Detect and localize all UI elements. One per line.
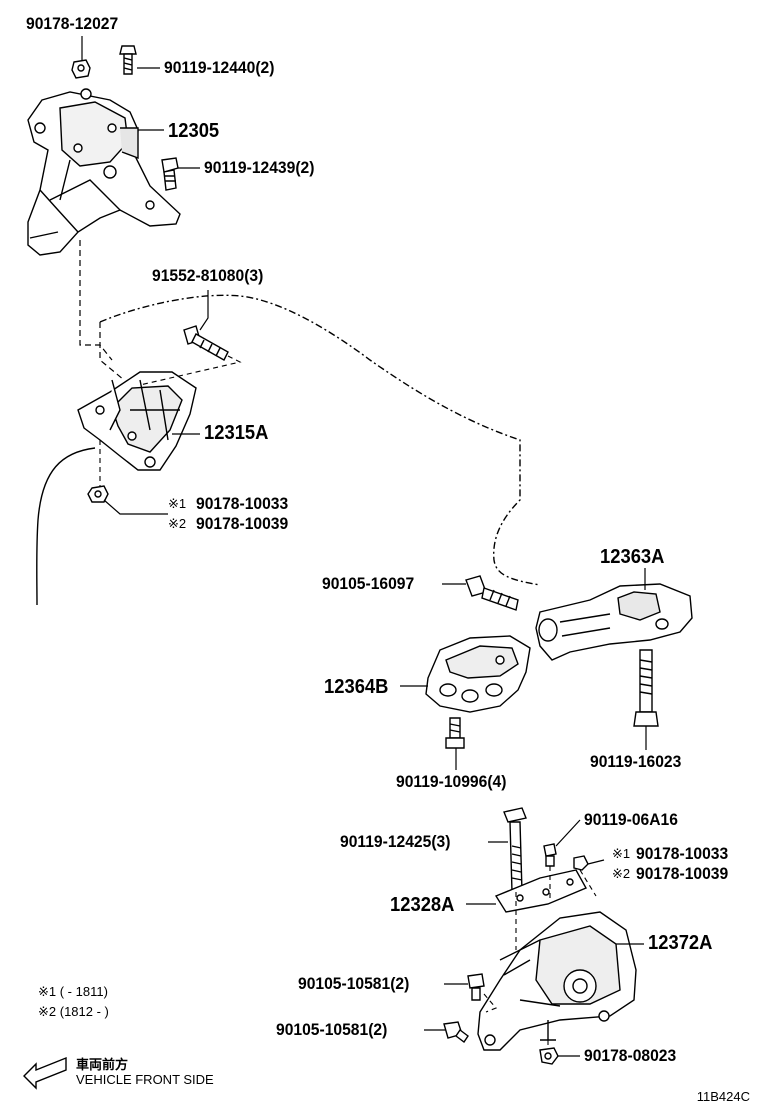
bolt-90119-16023 — [633, 649, 659, 727]
label-90178-10039-lower: 90178-10039 — [636, 864, 729, 883]
bolt-90105-10581-upper — [467, 973, 485, 1001]
plate-12328A — [494, 869, 587, 913]
label-90105-10581-upper: 90105-10581(2) — [298, 974, 410, 993]
label-12315A: 12315A — [204, 422, 269, 444]
bolt-90119-12425 — [503, 807, 527, 893]
dashed-links-lower — [483, 866, 597, 1048]
nut-90178-12027 — [71, 59, 91, 79]
torque-rod-12363A — [535, 583, 693, 661]
label-12328A: 12328A — [390, 894, 455, 916]
bolt-90119-12440 — [119, 45, 137, 75]
leaders-mid-right — [400, 568, 647, 770]
note-2: ※2 (1812 - ) — [38, 1004, 109, 1019]
mount-12372A — [477, 911, 637, 1051]
label-90178-12027: 90178-12027 — [26, 14, 119, 33]
bracket-12364B — [425, 635, 531, 713]
nut-90178-10033-upper — [87, 485, 109, 503]
label-12364B: 12364B — [324, 676, 389, 698]
label-90119-10996: 90119-10996(4) — [396, 772, 507, 791]
label-90105-16097: 90105-16097 — [322, 574, 415, 593]
dashed-link-12305-12315A — [79, 240, 113, 361]
label-90178-08023: 90178-08023 — [584, 1046, 677, 1065]
label-90178-10033-upper: 90178-10033 — [196, 494, 289, 513]
engine-outline-left — [99, 322, 125, 381]
vehicle-front-label-jp: 車両前方 — [76, 1057, 129, 1072]
leaders-mid-left — [103, 290, 209, 515]
vehicle-front-arrow-icon — [23, 1056, 67, 1090]
label-12363A: 12363A — [600, 546, 665, 568]
bolt-90119-06A16 — [543, 843, 557, 867]
bracket-12315A — [77, 371, 197, 471]
label-90119-12425: 90119-12425(3) — [340, 832, 451, 851]
bolt-90119-12439 — [161, 157, 179, 191]
mark-2-upper: ※2 — [168, 516, 187, 531]
label-12305: 12305 — [168, 120, 220, 142]
label-12372A: 12372A — [648, 932, 713, 954]
label-91552-81080: 91552-81080(3) — [152, 266, 264, 285]
label-90119-12440: 90119-12440(2) — [164, 58, 275, 77]
engine-outline — [99, 294, 541, 586]
bracket-12305 — [27, 88, 181, 256]
bolt-90105-16097 — [465, 575, 519, 611]
nut-90178-08023 — [539, 1047, 559, 1065]
vehicle-front-label-en: VEHICLE FRONT SIDE — [76, 1072, 214, 1087]
bolt-90119-10996 — [445, 717, 465, 749]
nut-90178-10033-lower — [573, 855, 589, 871]
mark-2-lower: ※2 — [612, 866, 631, 881]
label-90178-10039-upper: 90178-10039 — [196, 514, 289, 533]
label-90119-12439: 90119-12439(2) — [204, 158, 315, 177]
label-90105-10581-lower: 90105-10581(2) — [276, 1020, 388, 1039]
mark-1-lower: ※1 — [612, 846, 631, 861]
note-1: ※1 ( - 1811) — [38, 984, 108, 999]
mark-1-upper: ※1 — [168, 496, 187, 511]
label-90119-16023: 90119-16023 — [590, 752, 682, 771]
engine-curve — [36, 447, 96, 606]
dashed-link-91552 — [139, 355, 242, 386]
label-90119-06A16: 90119-06A16 — [584, 810, 678, 829]
bolt-91552-81080 — [183, 325, 229, 361]
leaders-lower — [424, 819, 644, 1057]
label-90178-10033-lower: 90178-10033 — [636, 844, 729, 863]
figure-id: 11B424C — [696, 1089, 750, 1104]
bolt-90105-10581-lower — [443, 1021, 469, 1044]
leaders-top — [81, 36, 200, 169]
